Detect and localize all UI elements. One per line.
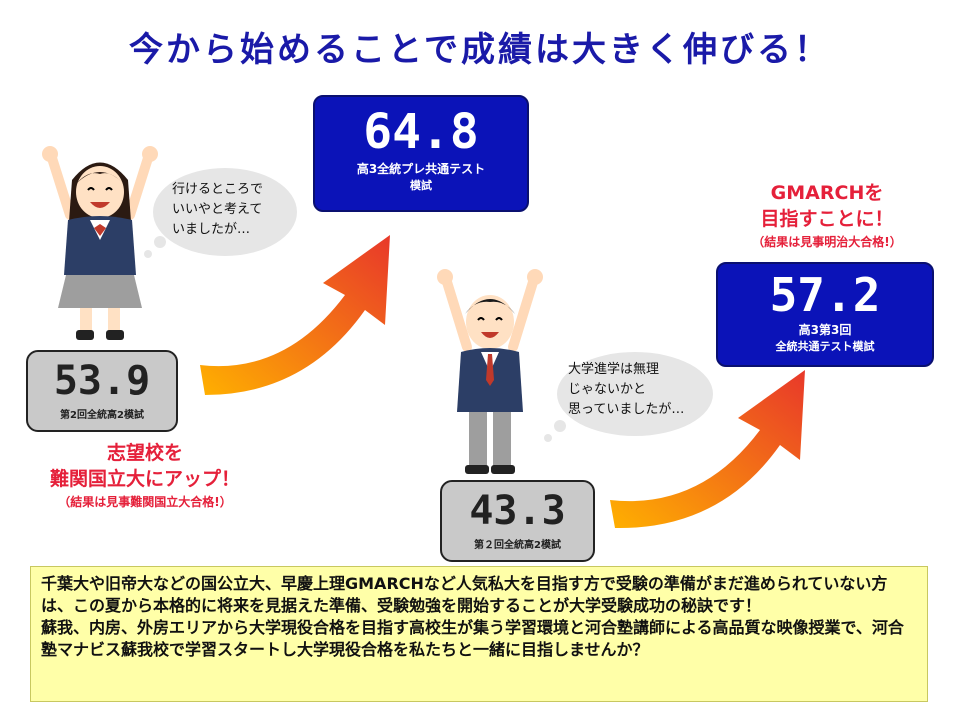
girl-speech-bubble [144,168,297,258]
growth-arrow-icon [200,235,390,395]
boy-after-score: 57.2 [769,268,881,322]
info-note: 千葉大や旧帝大などの国公立大、早慶上理GMARCHなど人気私大を目指す方で受験の… [30,566,928,702]
boy-student-illustration [437,269,543,474]
boy-after-score-box: 57.2 高3第3回 全統共通テスト模試 [716,262,934,367]
boy-speech-bubble [544,352,713,442]
girl-after-label-1: 高3全統プレ共通テスト [356,162,486,176]
boy-goal-line-2: 目指すことに！ [760,208,894,230]
growth-arrow-icon [610,370,805,529]
girl-before-score: 53.9 [53,358,151,404]
girl-after-score-box: 64.8 高3全統プレ共通テスト 模試 [313,95,529,212]
girl-student-illustration [42,146,158,340]
girl-after-score: 64.8 [363,104,479,160]
boy-bubble-line: 思っていましたが… [568,402,685,417]
girl-bubble-line: いましたが… [172,222,251,237]
girl-before-label: 第2回全統高2模試 [60,410,144,421]
info-note-paragraph: 千葉大や旧帝大などの国公立大、早慶上理GMARCHなど人気私大を目指す方で受験の… [41,574,888,615]
page-title: 今から始めることで成績は大きく伸びる！ [129,30,831,70]
girl-bubble-text: 行けるところで いいやと考えて いましたが… [172,180,292,240]
girl-goal-line-1: 志望校を [106,442,183,464]
boy-bubble-line: 大学進学は無理 [568,362,660,377]
girl-goal-line-2: 難関国立大にアップ！ [49,468,240,490]
boy-goal: GMARCHを 目指すことに！ （結果は見事明治大合格!） [712,180,942,252]
girl-goal: 志望校を 難関国立大にアップ！ （結果は見事難関国立大合格!） [20,440,270,512]
boy-before-score-box: 43.3 第２回全統高2模試 [440,480,595,562]
girl-bubble-line: 行けるところで [172,182,264,197]
info-note-paragraph: 蘇我、内房、外房エリアから大学現役合格を目指す高校生が集う学習環境と河合塾講師に… [41,618,904,659]
girl-after-label-2: 模試 [410,179,432,192]
boy-after-label-2: 全統共通テスト模試 [775,340,875,353]
girl-bubble-line: いいやと考えて [172,202,263,217]
boy-goal-line-1: GMARCHを [770,182,884,204]
boy-before-label: 第２回全統高2模試 [474,540,561,551]
boy-result: （結果は見事明治大合格!） [752,235,902,249]
boy-after-label-1: 高3第3回 [798,323,852,337]
boy-bubble-text: 大学進学は無理 じゃないかと 思っていましたが… [568,360,713,420]
boy-before-score: 43.3 [469,488,566,534]
girl-before-score-box: 53.9 第2回全統高2模試 [26,350,178,432]
boy-bubble-line: じゃないかと [568,382,647,397]
girl-result: （結果は見事難関国立大合格!） [58,495,232,509]
